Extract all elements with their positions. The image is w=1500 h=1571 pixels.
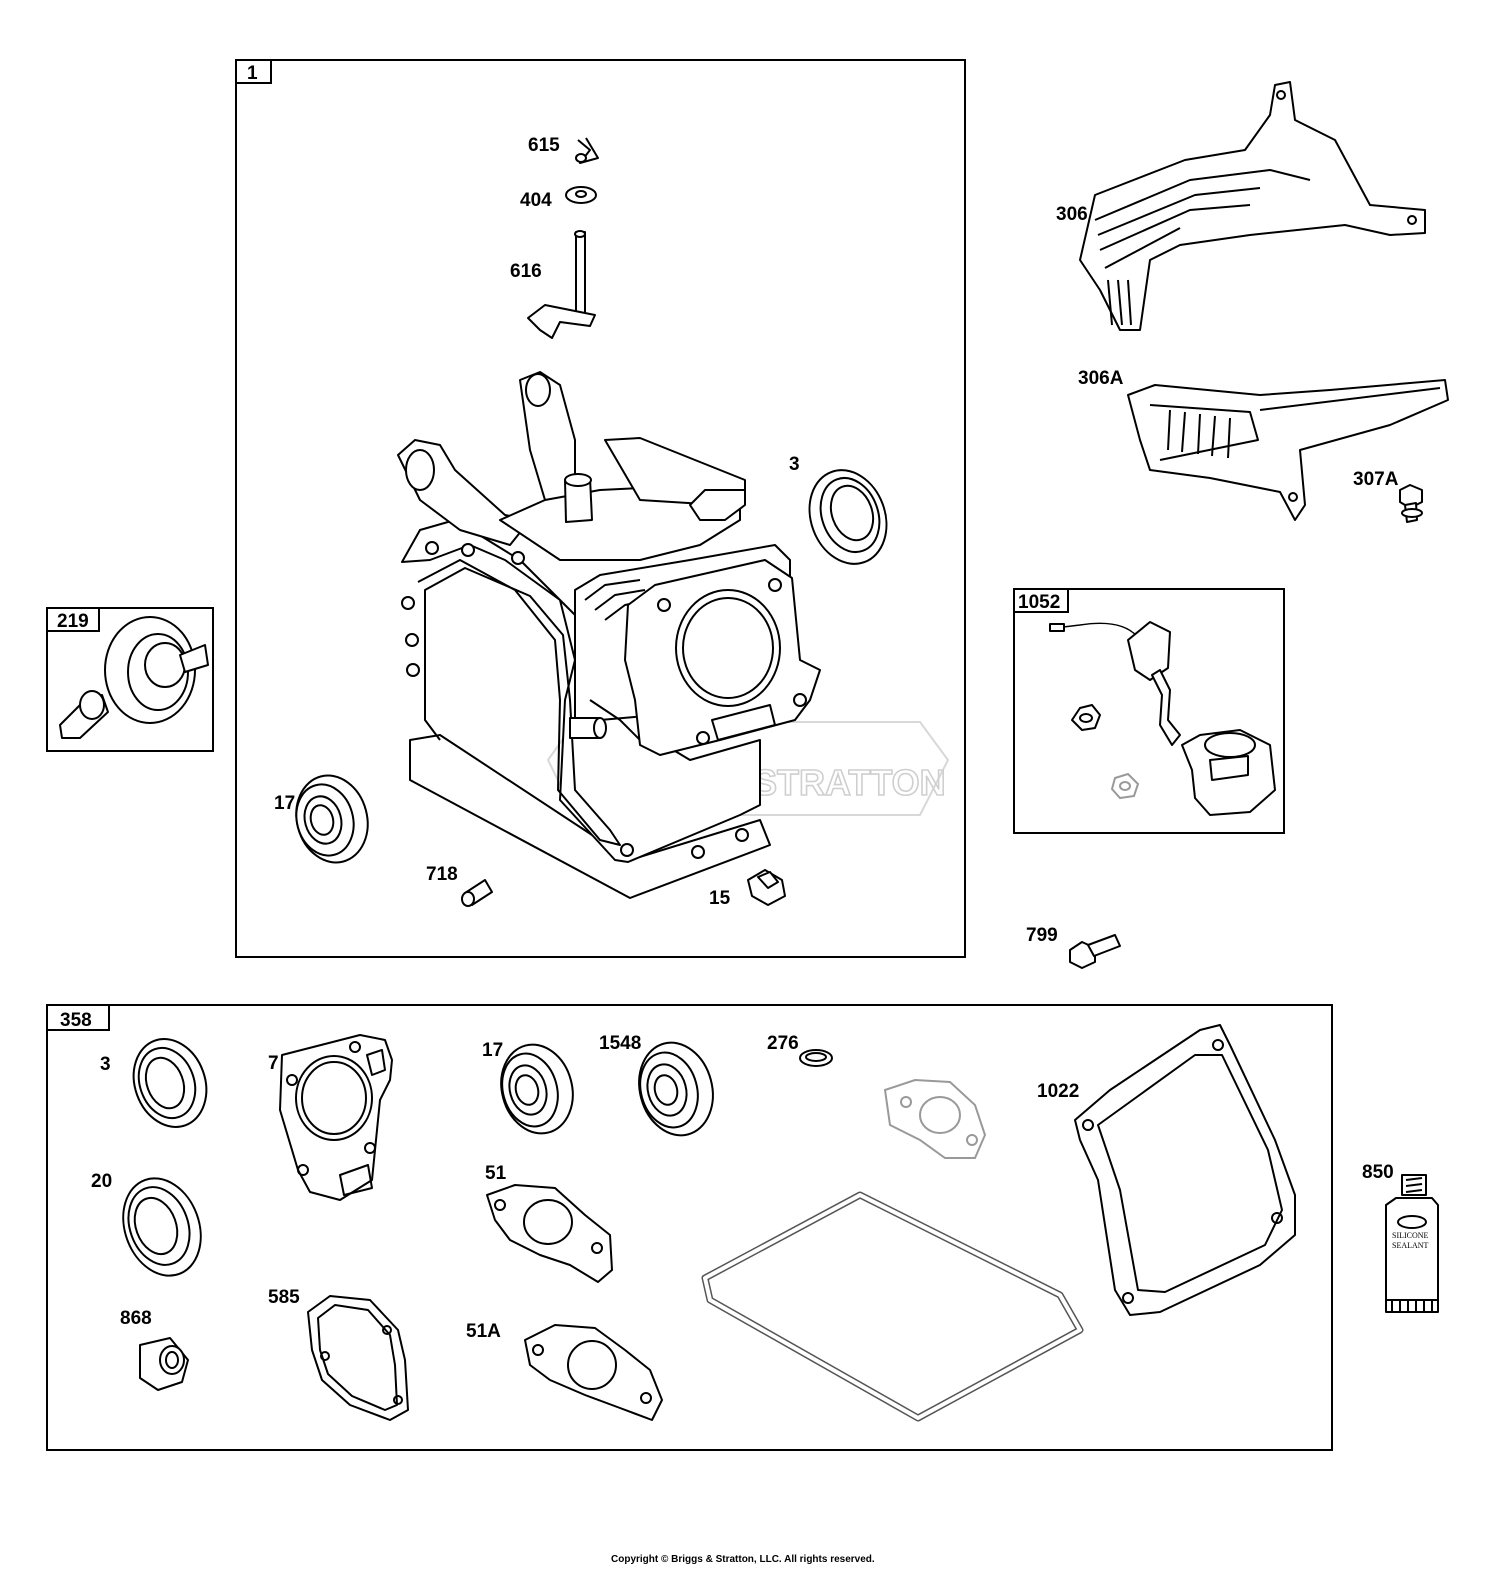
part-306a-shield-icon[interactable] xyxy=(1127,379,1449,521)
part-1052-oil-sensor-icon[interactable] xyxy=(1049,621,1276,816)
part-3-kit-seal-icon[interactable] xyxy=(122,1029,219,1138)
box-1052-frame xyxy=(1013,588,1285,834)
callout-850[interactable]: 850 xyxy=(1362,1162,1394,1183)
box-1052-tab xyxy=(1013,588,1069,613)
box-1-tab xyxy=(235,59,272,84)
part-219-governor-gear-icon[interactable] xyxy=(59,616,209,739)
part-engine-block-icon[interactable] xyxy=(397,371,821,899)
part-51a-intake-gasket-icon[interactable] xyxy=(524,1324,663,1421)
part-850-sealant-tube-icon[interactable]: SILICONE SEALANT xyxy=(1385,1174,1439,1313)
part-1022-rocker-gasket-icon[interactable] xyxy=(1074,1024,1296,1316)
tube-label-line2: SEALANT xyxy=(1392,1241,1429,1250)
callout-17-kit[interactable]: 17 xyxy=(482,1040,503,1061)
part-718-dowel-icon[interactable] xyxy=(461,879,493,907)
callout-585[interactable]: 585 xyxy=(268,1287,300,1308)
callout-616[interactable]: 616 xyxy=(510,261,542,282)
callout-15[interactable]: 15 xyxy=(709,888,731,909)
callout-17-top[interactable]: 17 xyxy=(274,793,295,814)
part-404-washer-icon[interactable] xyxy=(565,186,597,204)
part-616-shaft-icon[interactable] xyxy=(527,230,596,339)
box-219-frame xyxy=(46,607,214,752)
callout-1548[interactable]: 1548 xyxy=(599,1033,641,1054)
part-cover-gasket-rubber-icon[interactable] xyxy=(701,1191,1084,1422)
part-17-kit-bearing-icon[interactable] xyxy=(492,1036,583,1141)
part-307a-bolt-icon[interactable] xyxy=(1399,484,1423,523)
part-799-bolt-icon[interactable] xyxy=(1069,934,1121,969)
box-1-frame xyxy=(235,59,966,958)
box-358-gasket-kit-group: 358 3 20 868 xyxy=(46,1004,1333,1451)
callout-3-kit[interactable]: 3 xyxy=(100,1054,111,1075)
part-17-bearing-icon[interactable] xyxy=(287,767,377,870)
box-1052-label: 1052 xyxy=(1018,592,1060,613)
part-3-oil-seal-icon[interactable] xyxy=(797,459,899,575)
callout-404[interactable]: 404 xyxy=(520,190,552,211)
part-15-plug-icon[interactable] xyxy=(747,869,786,906)
box-1052-oil-sensor-group: 1052 xyxy=(1013,588,1285,834)
part-51-intake-gasket-icon[interactable] xyxy=(486,1184,613,1283)
box-219-governor-group: 219 xyxy=(46,607,214,752)
callout-7[interactable]: 7 xyxy=(268,1053,279,1074)
part-276-o-ring-icon[interactable] xyxy=(799,1049,833,1067)
box-1-label: 1 xyxy=(247,63,258,84)
box-358-tab xyxy=(46,1004,110,1031)
box-1-engine-block-group: 1 615 404 616 xyxy=(235,59,966,958)
callout-868[interactable]: 868 xyxy=(120,1308,152,1329)
callout-51a[interactable]: 51A xyxy=(466,1321,501,1342)
callout-20[interactable]: 20 xyxy=(91,1171,112,1192)
callout-615[interactable]: 615 xyxy=(528,135,560,156)
box-219-label: 219 xyxy=(57,611,89,632)
part-585-cover-gasket-icon[interactable] xyxy=(307,1295,409,1421)
copyright-notice: Copyright © Briggs & Stratton, LLC. All … xyxy=(611,1554,875,1565)
box-219-tab xyxy=(46,607,100,632)
box-358-label: 358 xyxy=(60,1010,92,1031)
tube-label-line1: SILICONE xyxy=(1392,1231,1429,1240)
part-20-seal-icon[interactable] xyxy=(110,1167,214,1286)
callout-51[interactable]: 51 xyxy=(485,1163,507,1184)
callout-307a[interactable]: 307A xyxy=(1353,469,1399,490)
callout-276[interactable]: 276 xyxy=(767,1033,799,1054)
part-7-head-gasket-icon[interactable] xyxy=(279,1034,393,1201)
callout-306[interactable]: 306 xyxy=(1056,204,1088,225)
part-868-valve-seal-icon[interactable] xyxy=(139,1337,189,1391)
box-358-frame xyxy=(46,1004,1333,1451)
callout-799[interactable]: 799 xyxy=(1026,925,1058,946)
part-exhaust-gasket-icon[interactable] xyxy=(883,1078,987,1159)
callout-718[interactable]: 718 xyxy=(426,864,458,885)
part-1548-bearing-icon[interactable] xyxy=(629,1034,723,1143)
part-615-pin-icon[interactable] xyxy=(575,137,599,164)
callout-3-top[interactable]: 3 xyxy=(789,454,800,475)
callout-1022[interactable]: 1022 xyxy=(1037,1081,1079,1102)
callout-306a[interactable]: 306A xyxy=(1078,368,1124,389)
part-306-shield-icon[interactable] xyxy=(1079,81,1426,331)
